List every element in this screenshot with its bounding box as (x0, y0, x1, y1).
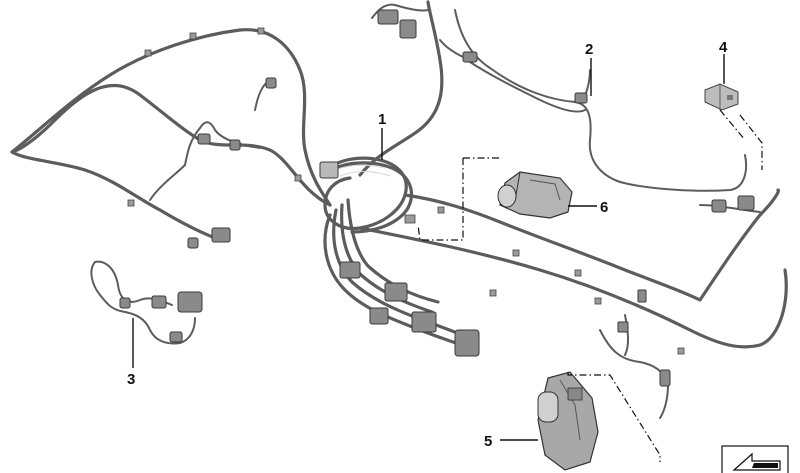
callout-2: 2 (585, 41, 593, 58)
main-wiring-harness (10, 0, 788, 419)
callout-labels: 1 2 3 4 5 6 (127, 39, 728, 450)
callout-5: 5 (484, 433, 492, 450)
callout-1: 1 (378, 111, 386, 128)
actuator-motor-part-6 (497, 171, 573, 219)
central-loop-bundle (323, 156, 477, 352)
callout-6: 6 (600, 199, 608, 216)
small-harness-part-3 (90, 260, 203, 345)
actuator-motor-part-5 (537, 371, 599, 471)
callout-4: 4 (719, 39, 728, 56)
inline-connector (462, 51, 478, 63)
assembly-dash-lines (417, 109, 763, 462)
callout-3: 3 (127, 371, 135, 388)
grommet-connector (574, 92, 588, 104)
leader-lines (132, 54, 725, 441)
secondary-harness (454, 9, 748, 192)
harness-connectors (127, 9, 755, 387)
navigation-arrow-icon[interactable] (721, 445, 789, 473)
connector-clip-part-4 (704, 83, 739, 111)
